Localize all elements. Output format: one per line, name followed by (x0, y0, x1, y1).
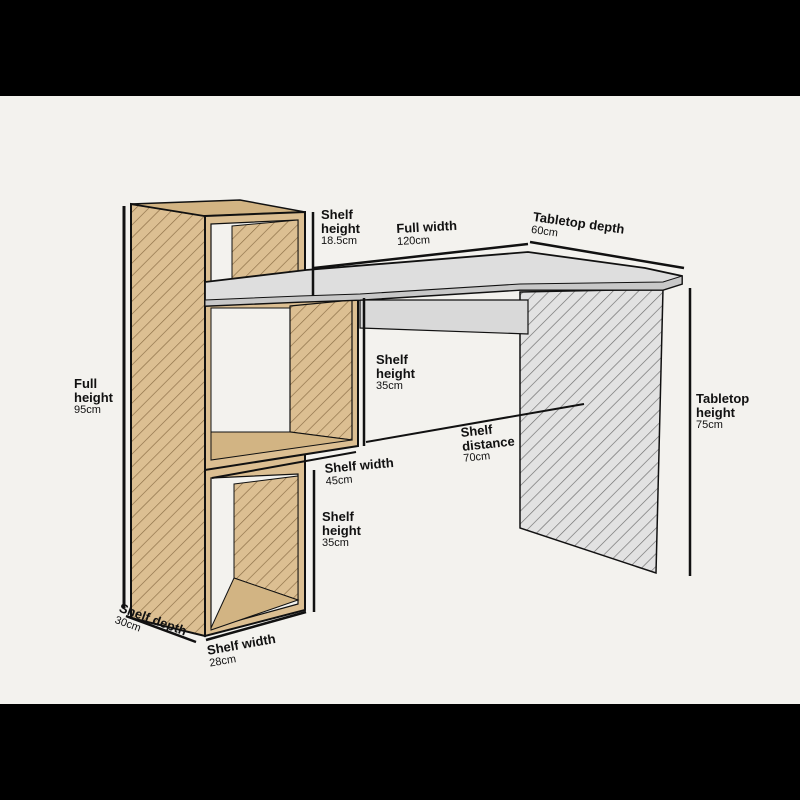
dim-line-shelf-width-upper (211, 451, 357, 479)
desk-back-panel (359, 299, 529, 335)
shelf-middle-box-floor (210, 431, 353, 461)
label-tabletop-height-title-1: Tabletop (696, 391, 750, 406)
label-full-height-title-1: Full (74, 376, 98, 391)
label-shelf-height-top-title-2: height (321, 220, 360, 236)
label-full-height: Full height 95cm (74, 377, 113, 417)
label-full-height-title-2: height (74, 389, 113, 405)
shelf-middle-box-back (289, 299, 353, 441)
label-full-height-value: 95cm (74, 404, 101, 417)
label-shelf-height-mid: Shelf height 35cm (376, 353, 415, 393)
dim-line-full-width (313, 242, 529, 270)
shelf-cell-bottom-floor (210, 577, 300, 631)
dim-line-tabletop-depth (529, 240, 685, 270)
label-shelf-height-top-value: 18.5cm (321, 235, 358, 248)
label-shelf-height-low: Shelf height 35cm (322, 510, 361, 550)
label-shelf-height-mid-title-2: height (376, 365, 415, 381)
diagram-canvas: Full height 95cm Shelf height 18.5cm Ful… (0, 96, 800, 704)
label-shelf-height-mid-title-1: Shelf (376, 352, 408, 367)
dim-line-shelf-depth (125, 614, 197, 644)
label-shelf-height-mid-value: 35cm (376, 380, 403, 393)
desk-leg-panel (519, 288, 664, 575)
label-shelf-height-top-title-1: Shelf (321, 207, 353, 222)
label-tabletop-height-title-2: height (696, 404, 735, 420)
tabletop-edge (204, 275, 683, 307)
desk-illustration (122, 199, 692, 644)
label-shelf-height-low-title-2: height (322, 522, 361, 538)
label-shelf-height-low-title-1: Shelf (322, 509, 354, 524)
label-tabletop-height-value: 75cm (696, 419, 723, 432)
label-tabletop-height: Tabletop height 75cm (696, 392, 749, 432)
label-full-width: Full width 120cm (395, 217, 458, 248)
label-shelf-height-top: Shelf height 18.5cm (321, 208, 360, 248)
label-shelf-height-low-value: 35cm (322, 537, 349, 550)
label-shelf-distance: Shelf distance 70cm (460, 420, 517, 465)
label-full-width-title: Full width (395, 217, 458, 236)
shelf-side-panel (130, 202, 206, 638)
shelf-middle-box-inner (210, 307, 291, 433)
dim-line-shelf-width-lower (205, 610, 307, 642)
dim-line-shelf-distance (365, 403, 585, 443)
